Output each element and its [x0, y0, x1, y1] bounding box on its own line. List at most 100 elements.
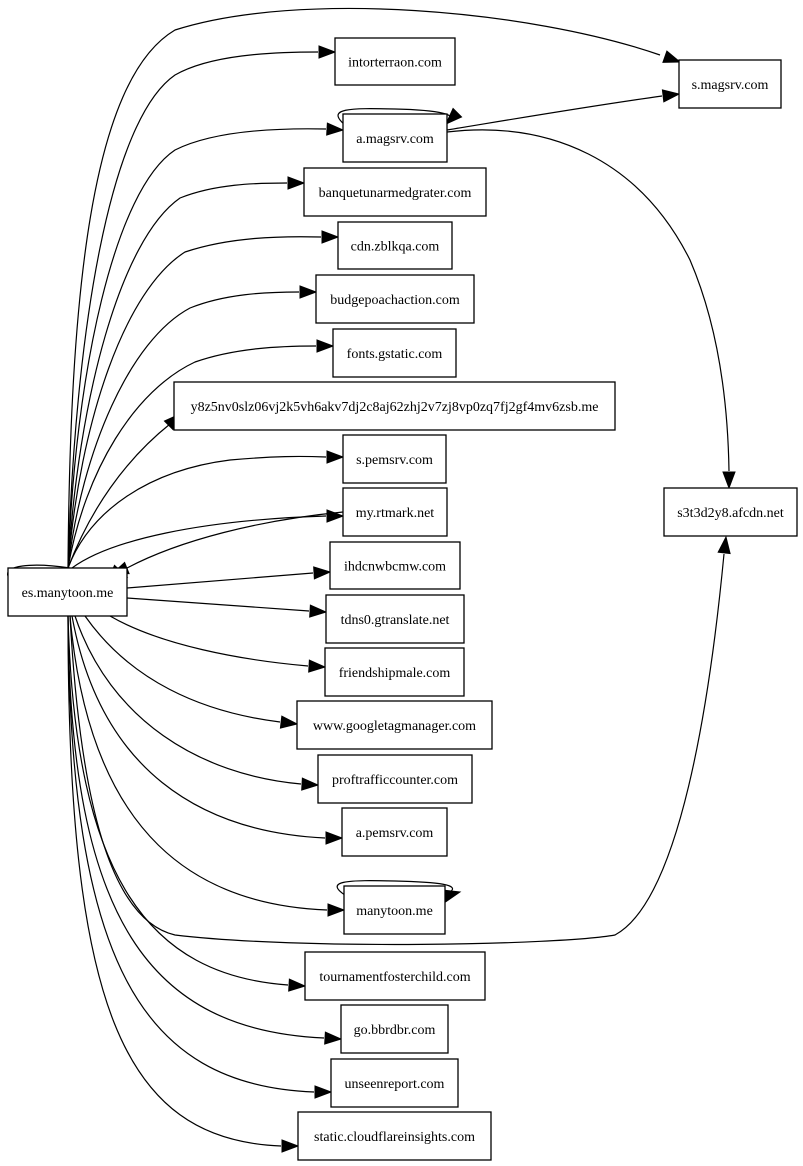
- arrowhead: [325, 831, 344, 845]
- edge-line: [67, 291, 300, 569]
- edge-es-to-tdns: [126, 597, 328, 618]
- node-tourn: tournamentfosterchild.com: [304, 951, 486, 1001]
- edge-line: [67, 615, 325, 1039]
- edge-line: [67, 345, 317, 569]
- node-label: s.magsrv.com: [692, 78, 769, 93]
- edge-line: [336, 880, 453, 898]
- node-box: [173, 381, 616, 431]
- arrowhead: [316, 339, 335, 353]
- arrowhead: [314, 1085, 333, 1099]
- arrowhead: [326, 450, 345, 464]
- node-label: budgepoachaction.com: [330, 293, 460, 308]
- arrowhead: [324, 1031, 343, 1045]
- node-smag: s.magsrv.com: [678, 59, 782, 109]
- edge-line: [67, 455, 327, 569]
- edge-es-to-myrt: [71, 509, 345, 569]
- edges-layer: [7, 7, 736, 1153]
- node-label: go.bbrdbr.com: [354, 1023, 436, 1038]
- edge-line: [67, 182, 288, 569]
- edge-es-to-static: [67, 615, 300, 1153]
- edge-es-to-gobb: [67, 615, 343, 1045]
- arrowhead: [309, 604, 328, 618]
- arrowhead: [321, 230, 340, 244]
- node-budg: budgepoachaction.com: [315, 274, 475, 324]
- node-label: cdn.zblkqa.com: [351, 240, 440, 255]
- edge-line: [109, 615, 309, 667]
- edge-line: [67, 423, 171, 569]
- edge-line: [126, 597, 310, 612]
- node-label: static.cloudflareinsights.com: [314, 1130, 475, 1145]
- arrowhead: [717, 535, 731, 555]
- node-label: tdns0.gtranslate.net: [341, 613, 450, 628]
- node-label: y8z5nv0slz06vj2k5vh6akv7dj2c8aj62zhj2v7z…: [191, 400, 599, 415]
- edge-amag-to-amag: [337, 107, 463, 126]
- node-myrt: my.rtmark.net: [342, 487, 448, 537]
- edge-line: [69, 615, 328, 911]
- edge-es-to-y8z: [67, 412, 182, 569]
- node-box: [343, 885, 446, 935]
- node-apem: a.pemsrv.com: [341, 807, 448, 857]
- node-box: [337, 221, 453, 270]
- edge-es-to-banq: [67, 176, 306, 569]
- node-box: [325, 594, 465, 644]
- edge-es-to-tourn: [67, 615, 307, 992]
- node-label: a.magsrv.com: [356, 132, 434, 147]
- edge-line: [74, 615, 302, 785]
- edge-es-to-budg: [67, 285, 318, 569]
- node-tdns: tdns0.gtranslate.net: [325, 594, 465, 644]
- node-label: s3t3d2y8.afcdn.net: [677, 506, 784, 521]
- edge-es-to-ihdc: [110, 511, 344, 589]
- arrowhead: [308, 659, 327, 673]
- arrowhead: [318, 45, 337, 59]
- node-many: manytoon.me: [343, 885, 446, 935]
- node-friend: friendshipmale.com: [324, 647, 465, 697]
- edge-amag-to-s3t: [446, 129, 736, 490]
- node-label: proftrafficcounter.com: [332, 773, 458, 788]
- edge-es-to-amag: [67, 122, 345, 569]
- node-box: [341, 807, 448, 857]
- node-spem: s.pemsrv.com: [342, 434, 447, 484]
- node-intor: intorterraon.com: [334, 37, 456, 86]
- arrowhead: [662, 50, 682, 63]
- edge-line: [67, 128, 327, 569]
- arrowhead: [281, 1139, 300, 1153]
- node-gobb: go.bbrdbr.com: [340, 1004, 449, 1054]
- arrowhead: [661, 89, 681, 103]
- edge-line: [71, 515, 327, 569]
- node-y8z: y8z5nv0slz06vj2k5vh6akv7dj2c8aj62zhj2v7z…: [173, 381, 616, 431]
- node-box: [663, 487, 798, 537]
- edge-line: [84, 615, 281, 723]
- node-fonts: fonts.gstatic.com: [332, 328, 457, 378]
- edge-amag-to-smag: [446, 89, 681, 131]
- node-label: intorterraon.com: [348, 56, 442, 71]
- node-box: [329, 541, 461, 590]
- node-proft: proftrafficcounter.com: [317, 754, 473, 804]
- node-label: es.manytoon.me: [22, 586, 114, 601]
- node-label: manytoon.me: [356, 904, 433, 919]
- edge-line: [67, 615, 282, 1147]
- node-box: [340, 1004, 449, 1054]
- node-label: www.googletagmanager.com: [313, 719, 476, 734]
- nodes-layer: es.manytoon.me intorterraon.com a.magsrv.c…: [7, 37, 798, 1161]
- edge-es-to-unseen: [67, 615, 333, 1099]
- node-box: [342, 113, 448, 163]
- node-label: ihdcnwbcmw.com: [344, 560, 446, 575]
- node-amag: a.magsrv.com: [342, 113, 448, 163]
- node-label: friendshipmale.com: [339, 666, 451, 681]
- edge-line: [67, 51, 319, 569]
- node-cdnz: cdn.zblkqa.com: [337, 221, 453, 270]
- node-label: my.rtmark.net: [356, 506, 435, 521]
- node-box: [330, 1058, 459, 1108]
- edge-es-to-many: [69, 615, 346, 917]
- node-box: [315, 274, 475, 324]
- edge-es-to-apem: [71, 615, 344, 845]
- edge-line: [71, 615, 326, 839]
- node-box: [342, 434, 447, 484]
- node-label: s.pemsrv.com: [356, 453, 433, 468]
- edge-line: [446, 95, 663, 131]
- arrowhead: [287, 176, 306, 190]
- node-box: [304, 951, 486, 1001]
- node-box: [332, 328, 457, 378]
- arrowhead: [301, 777, 320, 791]
